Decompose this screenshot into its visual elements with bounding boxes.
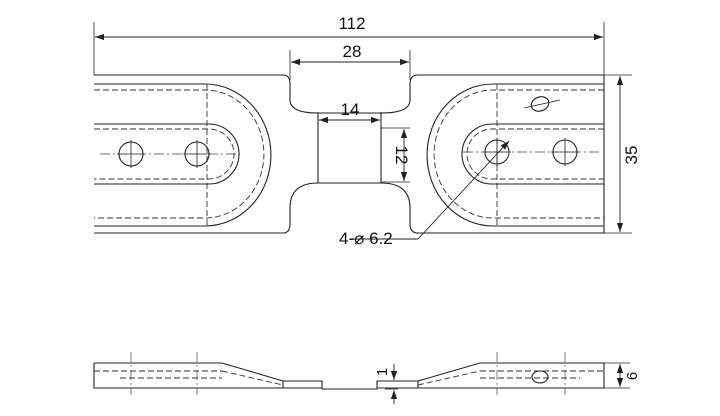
side-rivet xyxy=(531,370,549,384)
hole-callout-label: 4-⌀ 6.2 xyxy=(339,229,393,248)
dim-side-step-label: 1 xyxy=(374,368,391,376)
dim-plate-height-label: 35 xyxy=(622,146,641,165)
right-tab-outline xyxy=(426,83,604,227)
dim-waist-height: 12 xyxy=(381,127,411,183)
hole-callout: 4-⌀ 6.2 xyxy=(339,140,510,248)
left-tab-offset xyxy=(94,89,265,219)
dim-side-thickness: 6 xyxy=(604,362,641,389)
right-slot xyxy=(461,123,604,185)
plate-outline xyxy=(94,74,605,234)
dim-side-step: 1 xyxy=(374,364,398,404)
left-slot xyxy=(94,123,240,185)
side-view: 1 6 xyxy=(93,352,641,404)
dim-waist-outer-label: 28 xyxy=(343,42,362,61)
dim-side-thickness-label: 6 xyxy=(624,372,641,380)
dim-waist-inner: 14 xyxy=(317,100,382,125)
side-outline xyxy=(93,362,605,390)
dim-overall-length-label: 112 xyxy=(338,14,365,33)
dim-plate-height: 35 xyxy=(604,74,641,234)
dim-waist-outer: 28 xyxy=(289,42,411,80)
dim-waist-height-label: 12 xyxy=(392,146,411,165)
dim-waist-inner-label: 14 xyxy=(341,100,360,119)
rivet-oval xyxy=(530,96,550,112)
dim-overall-length: 112 xyxy=(93,14,605,75)
left-tab-outline xyxy=(94,83,272,227)
top-view: 112 28 14 12 35 xyxy=(93,14,641,248)
right-tab-offset xyxy=(433,89,604,219)
